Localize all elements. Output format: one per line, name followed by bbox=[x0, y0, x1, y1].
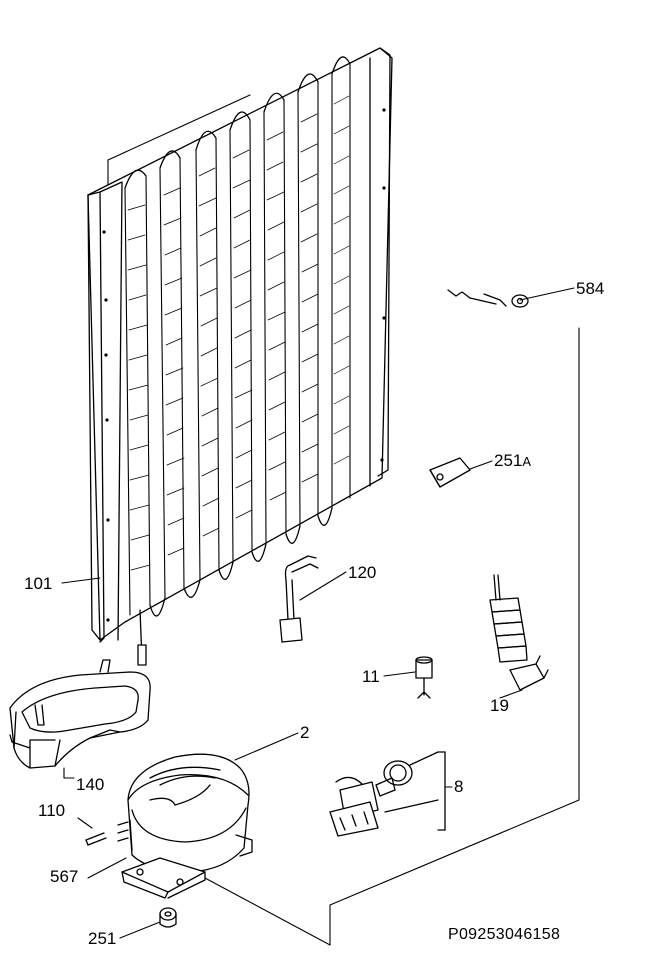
label-110: 110 bbox=[38, 801, 66, 820]
label-567: 567 bbox=[50, 867, 79, 886]
label-251a: 251A bbox=[494, 452, 531, 469]
label-251a-suffix: A bbox=[522, 454, 532, 469]
cable-584 bbox=[447, 289, 529, 308]
label-19: 19 bbox=[490, 696, 509, 715]
pin-110 bbox=[85, 832, 107, 846]
label-8: 8 bbox=[454, 777, 464, 796]
label-251: 251 bbox=[88, 929, 117, 948]
leader-lines bbox=[61, 287, 575, 939]
starter-assembly-8 bbox=[329, 751, 446, 837]
condenser-101 bbox=[87, 47, 393, 666]
label-584: 584 bbox=[576, 279, 605, 298]
label-251a-number: 251 bbox=[494, 451, 523, 470]
grommet-251a bbox=[429, 457, 471, 488]
label-2: 2 bbox=[300, 723, 310, 742]
compressor-2 bbox=[117, 753, 253, 899]
relay-11 bbox=[415, 656, 433, 699]
cabinet-outline bbox=[107, 94, 580, 946]
filter-drier-120 bbox=[279, 555, 319, 643]
label-101: 101 bbox=[24, 574, 53, 593]
reference-code: P09253046158 bbox=[448, 926, 561, 943]
power-cord-19 bbox=[489, 574, 549, 691]
label-11: 11 bbox=[362, 667, 380, 686]
label-140: 140 bbox=[76, 775, 105, 794]
grommet-251 bbox=[159, 907, 177, 928]
label-120: 120 bbox=[348, 563, 377, 582]
drip-tray-140 bbox=[9, 659, 151, 769]
